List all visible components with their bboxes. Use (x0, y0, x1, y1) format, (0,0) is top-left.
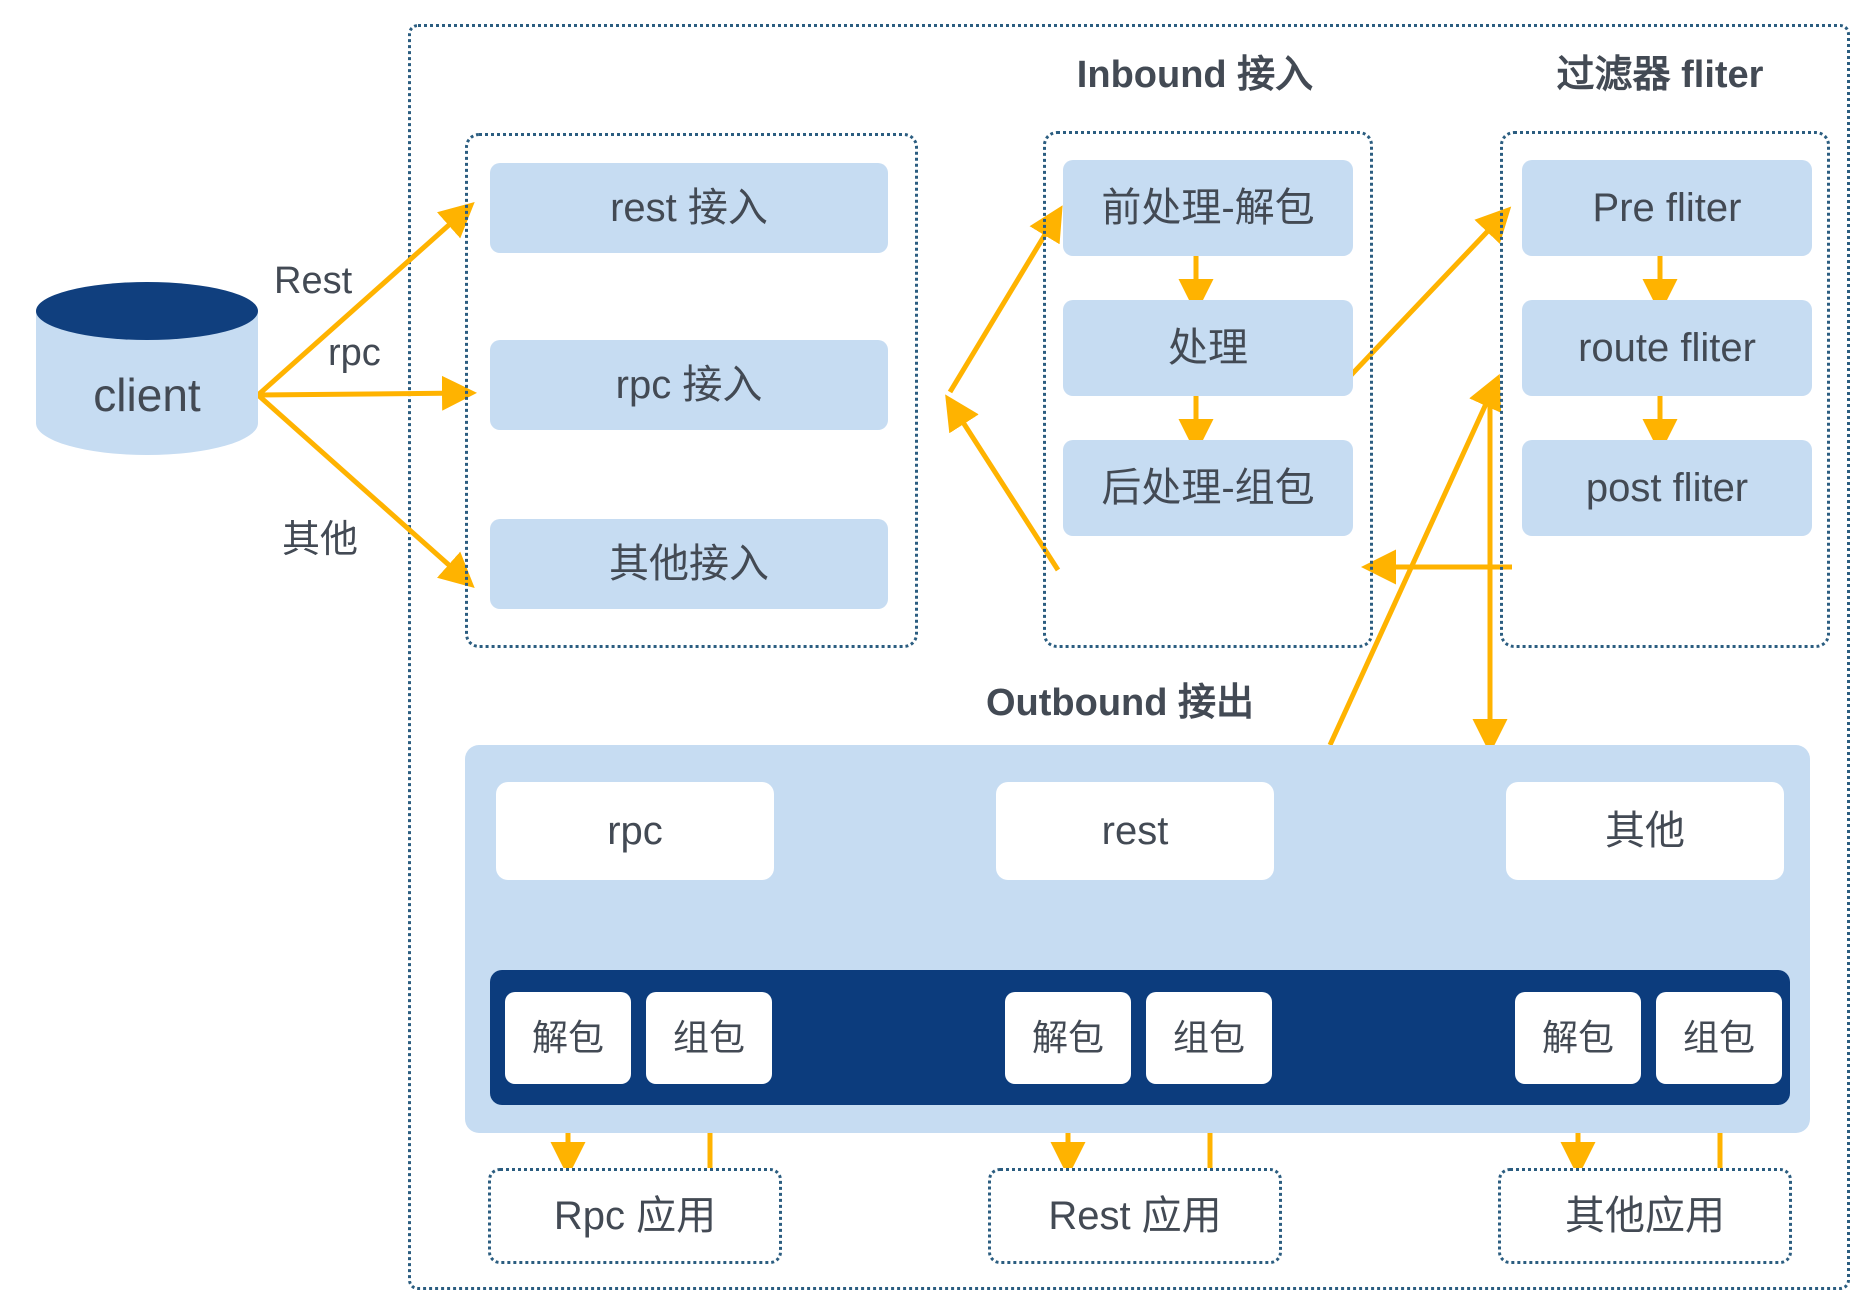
filter-node-pre[interactable]: Pre fliter (1522, 160, 1812, 256)
client-label: client (93, 368, 201, 421)
application-node-other[interactable]: 其他应用 (1498, 1168, 1792, 1264)
outbound-title: Outbound 接出 (985, 682, 1255, 725)
edge-label-rest: Rest (274, 260, 353, 302)
outbound-protocol-rpc[interactable]: rpc (496, 782, 774, 880)
client-node[interactable]: client (36, 282, 258, 462)
edge-label-other: 其他 (282, 519, 359, 561)
codec-decode-rpc[interactable]: 解包 (505, 992, 631, 1084)
outbound-protocol-rest[interactable]: rest (996, 782, 1274, 880)
application-node-rpc[interactable]: Rpc 应用 (488, 1168, 782, 1264)
filter-group (1500, 131, 1830, 648)
system-boundary (408, 24, 1850, 1290)
inbound-node-process[interactable]: 处理 (1063, 300, 1353, 396)
inbound-node-postprocess[interactable]: 后处理-组包 (1063, 440, 1353, 536)
application-node-rest[interactable]: Rest 应用 (988, 1168, 1282, 1264)
filter-title: 过滤器 fliter (1556, 54, 1764, 97)
codec-encode-rest[interactable]: 组包 (1146, 992, 1272, 1084)
inbound-title: Inbound 接入 (1076, 54, 1314, 97)
inbound-node-preprocess[interactable]: 前处理-解包 (1063, 160, 1353, 256)
adapter-node-other[interactable]: 其他接入 (490, 519, 888, 609)
codec-encode-other[interactable]: 组包 (1656, 992, 1782, 1084)
adapter-node-rpc[interactable]: rpc 接入 (490, 340, 888, 430)
inbound-group (1043, 131, 1373, 648)
adapters-group (465, 133, 918, 648)
filter-node-route[interactable]: route fliter (1522, 300, 1812, 396)
outbound-protocol-other[interactable]: 其他 (1506, 782, 1784, 880)
adapter-node-rest[interactable]: rest 接入 (490, 163, 888, 253)
codec-decode-rest[interactable]: 解包 (1005, 992, 1131, 1084)
client-cylinder-top (36, 282, 258, 340)
filter-node-post[interactable]: post fliter (1522, 440, 1812, 536)
edge-label-rpc: rpc (328, 332, 381, 374)
codec-decode-other[interactable]: 解包 (1515, 992, 1641, 1084)
codec-encode-rpc[interactable]: 组包 (646, 992, 772, 1084)
